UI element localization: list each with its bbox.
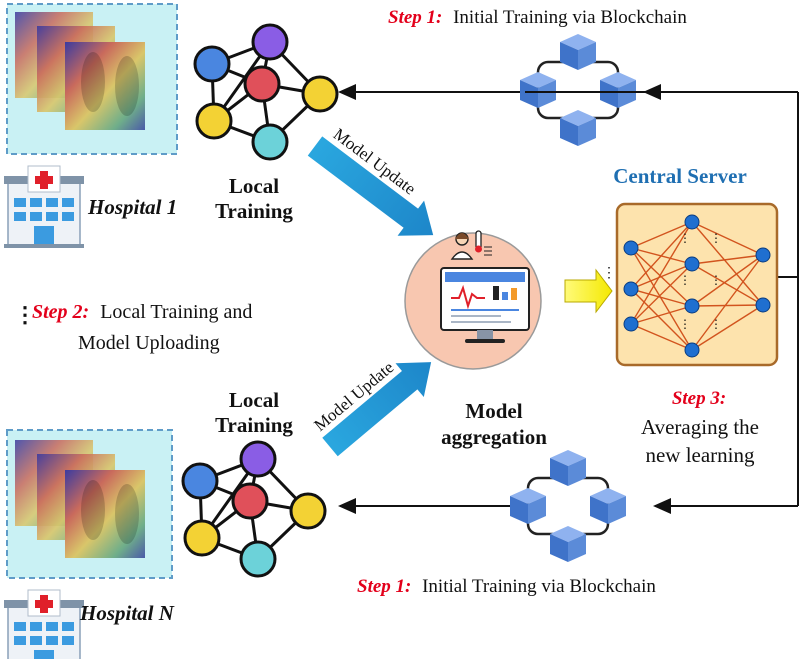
central-server-title: Central Server bbox=[613, 164, 747, 188]
server-connection bbox=[630, 247, 693, 351]
server-connection bbox=[630, 288, 693, 351]
monitor-icon bbox=[440, 267, 530, 343]
step3-line1: Averaging the bbox=[641, 415, 759, 439]
doctor-icon bbox=[450, 230, 492, 260]
server-node bbox=[623, 316, 639, 332]
server-connection bbox=[691, 221, 764, 256]
server-node bbox=[755, 247, 771, 263]
step1-bottom-label: Step 1: bbox=[357, 576, 411, 597]
blockchain-icon bbox=[510, 450, 626, 562]
server-connection bbox=[630, 221, 693, 290]
blockchain-icon bbox=[520, 34, 636, 146]
server-connection bbox=[630, 323, 693, 351]
central-server-box bbox=[615, 202, 779, 367]
server-node bbox=[684, 214, 700, 230]
neural-network-icon bbox=[181, 440, 327, 578]
local-training-top-line1: Local bbox=[229, 174, 279, 198]
server-connection bbox=[691, 221, 764, 306]
server-connection bbox=[691, 254, 764, 307]
server-connection bbox=[630, 221, 693, 249]
neural-network-icon bbox=[193, 23, 339, 161]
server-connection bbox=[630, 305, 693, 325]
server-ellipsis: ⋮ bbox=[679, 317, 691, 331]
server-connection bbox=[630, 221, 693, 325]
model-aggregation-line2: aggregation bbox=[441, 425, 547, 449]
step2-line2: Model Uploading bbox=[78, 332, 220, 354]
server-connection bbox=[691, 263, 764, 306]
server-connection bbox=[691, 254, 764, 265]
server-dots-left: ⋮ bbox=[602, 266, 616, 281]
local-training-top-line2: Training bbox=[215, 199, 293, 223]
local-training-bottom-line2: Training bbox=[215, 413, 293, 437]
hospital-icon bbox=[3, 589, 85, 659]
server-network: ⋮ ⋮ ⋮ ⋮ ⋮ ⋮ bbox=[623, 214, 771, 358]
hospital-icon bbox=[3, 165, 85, 249]
step3-line2: new learning bbox=[645, 443, 755, 467]
step3-label: Step 3: bbox=[672, 388, 726, 409]
server-connection bbox=[630, 263, 693, 325]
hospital-1-label: Hospital 1 bbox=[87, 195, 177, 219]
server-ellipsis: ⋮ bbox=[679, 231, 691, 245]
local-training-bottom-line1: Local bbox=[229, 388, 279, 412]
model-aggregation-line1: Model bbox=[465, 399, 522, 423]
server-ellipsis: ⋮ bbox=[710, 317, 722, 331]
step1-top: Step 1: Initial Training via Blockchain bbox=[388, 7, 687, 28]
step1-top-text: Initial Training via Blockchain bbox=[453, 7, 687, 28]
server-node bbox=[684, 256, 700, 272]
model-update-arrow-bottom: Model Update bbox=[310, 358, 432, 457]
server-connection bbox=[630, 288, 693, 307]
server-node bbox=[755, 297, 771, 313]
step2-label: Step 2: bbox=[32, 301, 89, 323]
hospital-n-label: Hospital N bbox=[79, 601, 175, 625]
step1-top-label: Step 1: bbox=[388, 7, 442, 28]
model-update-arrow-top: Model Update bbox=[307, 124, 434, 236]
server-node bbox=[623, 281, 639, 297]
server-ellipsis: ⋮ bbox=[710, 273, 722, 287]
server-node bbox=[623, 240, 639, 256]
server-ellipsis: ⋮ bbox=[710, 231, 722, 245]
yellow-arrow-icon bbox=[564, 268, 613, 314]
step1-bottom-text: Initial Training via Blockchain bbox=[422, 576, 656, 597]
server-connection bbox=[691, 304, 764, 351]
server-node bbox=[684, 342, 700, 358]
server-ellipsis: ⋮ bbox=[679, 273, 691, 287]
step2-dots: ⋮ bbox=[14, 302, 36, 327]
step1-bottom: Step 1: Initial Training via Blockchain bbox=[357, 576, 656, 597]
server-node bbox=[684, 298, 700, 314]
step2-line1: Step 2: Local Training and bbox=[32, 301, 252, 323]
server-connection bbox=[691, 254, 764, 351]
server-connection bbox=[691, 304, 764, 307]
server-connection bbox=[630, 263, 693, 290]
step2-text-1: Local Training and bbox=[100, 301, 252, 323]
